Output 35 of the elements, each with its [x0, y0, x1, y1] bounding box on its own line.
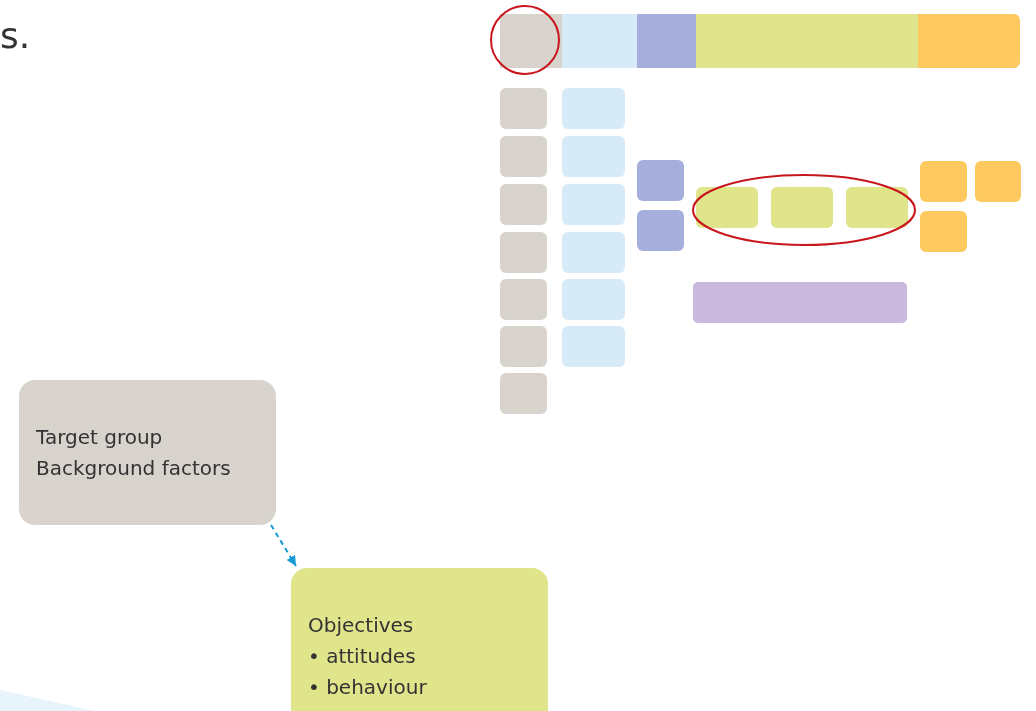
placeholder-box — [696, 14, 920, 68]
placeholder-box — [562, 279, 625, 320]
placeholder-box — [637, 160, 684, 201]
placeholder-box — [562, 136, 625, 177]
arrow — [270, 524, 297, 567]
placeholder-box — [562, 326, 625, 367]
box-text: Background factors — [36, 455, 232, 482]
placeholder-box — [500, 136, 547, 177]
placeholder-box — [846, 187, 908, 228]
placeholder-box — [500, 373, 547, 414]
placeholder-box — [562, 232, 625, 273]
placeholder-box — [500, 184, 547, 225]
placeholder-box — [920, 211, 967, 252]
text-box — [291, 568, 548, 711]
placeholder-box — [918, 14, 1020, 68]
placeholder-box — [562, 88, 625, 129]
text-box — [19, 380, 276, 525]
placeholder-box — [562, 14, 637, 68]
placeholder-box — [920, 161, 967, 202]
placeholder-box — [500, 232, 547, 273]
placeholder-bar — [693, 282, 907, 323]
heading-fragment: s. — [0, 14, 31, 58]
box-heading: Objectives — [308, 612, 415, 639]
placeholder-box — [637, 14, 696, 68]
bullet-item: • attitudes — [308, 643, 417, 670]
placeholder-box — [500, 326, 547, 367]
placeholder-box — [696, 187, 758, 228]
placeholder-box — [637, 210, 684, 251]
placeholder-box — [975, 161, 1021, 202]
placeholder-box — [562, 184, 625, 225]
placeholder-box — [500, 279, 547, 320]
box-heading: Target group — [36, 424, 164, 451]
placeholder-box — [500, 88, 547, 129]
bullet-item: • behaviour — [308, 674, 428, 701]
placeholder-box — [771, 187, 833, 228]
